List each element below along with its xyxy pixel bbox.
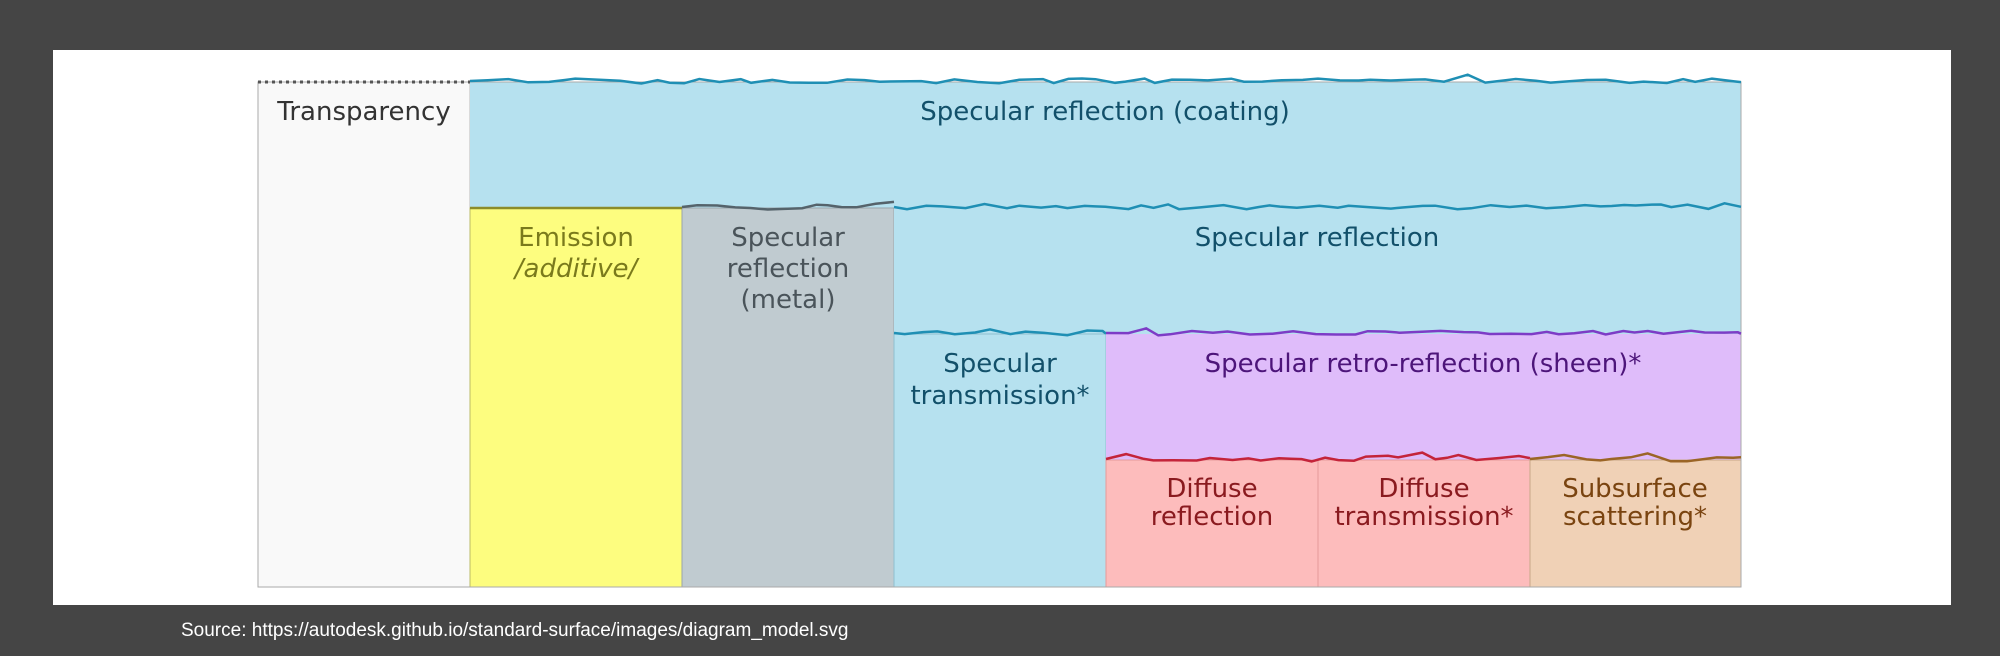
transmission-region (893, 333, 1107, 588)
transmission-top-edge (893, 328, 1107, 337)
diffuse-transmission-label-line-2: transmission* (1334, 502, 1513, 532)
metal-label-line-3: (metal) (741, 285, 836, 315)
coating-top-edge (469, 73, 1742, 85)
specular-label: Specular reflection (1195, 223, 1439, 253)
specular-top-edge (893, 202, 1742, 211)
transmission-label-line-2: transmission* (910, 381, 1089, 411)
transparency-region (257, 81, 471, 588)
coating-label: Specular reflection (coating) (920, 97, 1290, 127)
metal-top-edge (681, 200, 895, 211)
diffuse-reflection-label-line-2: reflection (1151, 502, 1274, 532)
sheen-label: Specular retro-reflection (sheen)* (1205, 349, 1642, 379)
subsurface-label-line-1: Subsurface (1562, 474, 1708, 504)
emission-label: Emission (518, 223, 634, 253)
diffuse-top-edge (1105, 451, 1531, 463)
sheen-top-edge (1105, 327, 1742, 337)
coating-region (470, 82, 1741, 212)
subsurface-top-edge (1529, 452, 1742, 463)
transmission-label-line-1: Specular (943, 349, 1057, 379)
subsurface-region (1529, 459, 1742, 588)
source-caption: Source: https://autodesk.github.io/stand… (181, 620, 849, 641)
metal-label-line-1: Specular (731, 223, 845, 253)
diagram-canvas: Transparency Specular reflection (coatin… (53, 50, 1951, 605)
metal-label-line-2: reflection (727, 254, 850, 284)
layer-diagram: Transparency Specular reflection (coatin… (257, 73, 1742, 588)
sheen-region (1106, 334, 1741, 464)
diffuse-reflection-label-line-1: Diffuse (1166, 474, 1257, 504)
diffuse-transmission-label-line-1: Diffuse (1378, 474, 1469, 504)
emission-sublabel: /additive/ (513, 254, 641, 284)
emission-region (469, 207, 683, 588)
subsurface-label-line-2: scattering* (1563, 502, 1707, 532)
transparency-label: Transparency (276, 97, 450, 127)
specular-region (894, 208, 1741, 338)
